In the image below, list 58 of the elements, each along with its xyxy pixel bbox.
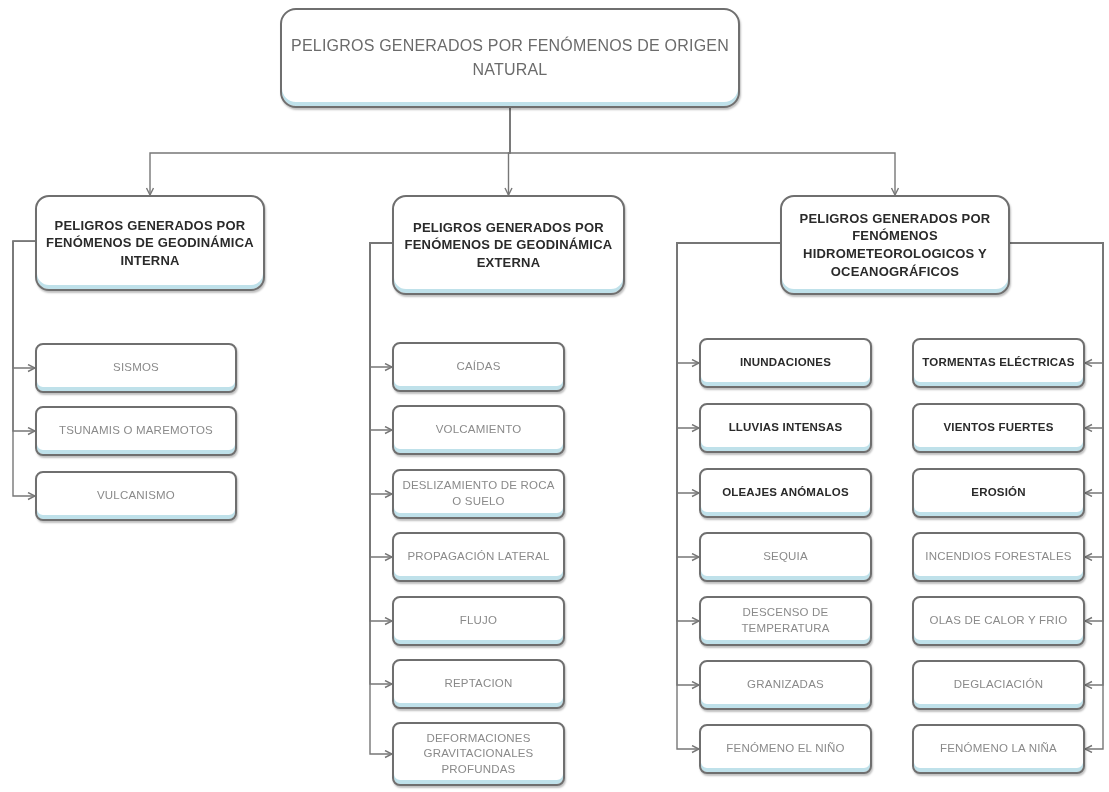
- hazard-box: [35, 471, 237, 521]
- box-label: TORMENTAS ELÉCTRICAS: [922, 355, 1075, 371]
- box-label: TSUNAMIS O MAREMOTOS: [59, 423, 213, 439]
- box-label: PROPAGACIÓN LATERAL: [407, 549, 550, 565]
- hazard-box: [699, 338, 872, 388]
- box-label: FENÓMENO EL NIÑO: [726, 741, 845, 757]
- category-box: [392, 195, 625, 295]
- box-label: OLEAJES ANÓMALOS: [722, 485, 849, 501]
- hazard-box: [392, 722, 565, 786]
- box-label: PELIGROS GENERADOS POR FENÓMENOS DE ORIGEN NATURAL: [290, 35, 730, 80]
- box-label: GRANIZADAS: [747, 677, 824, 693]
- root-box: [280, 8, 740, 108]
- hazard-box: [392, 596, 565, 646]
- hazard-box: [699, 660, 872, 710]
- hazard-box: [912, 468, 1085, 518]
- box-label: VOLCAMIENTO: [435, 422, 522, 438]
- box-label: REPTACION: [444, 676, 513, 692]
- category-box: [780, 195, 1010, 295]
- box-label: FLUJO: [459, 613, 498, 629]
- hazard-box: [35, 406, 237, 456]
- hazard-box: [699, 403, 872, 453]
- hazard-box: [912, 338, 1085, 388]
- box-label: DEFORMACIONES GRAVITACIONALES PROFUNDAS: [422, 730, 535, 777]
- hazard-box: [912, 660, 1085, 710]
- hazard-box: [392, 342, 565, 392]
- hazard-box: [912, 724, 1085, 774]
- hazard-box: [912, 403, 1085, 453]
- hazard-box: [912, 596, 1085, 646]
- hazard-box: [392, 469, 565, 519]
- hazard-box: [699, 596, 872, 646]
- box-label: DESCENSO DE TEMPERATURA: [740, 605, 831, 636]
- box-label: FENÓMENO LA NIÑA: [940, 741, 1057, 757]
- hazard-box: [392, 532, 565, 582]
- box-label: PELIGROS GENERADOS POR FENÓMENOS HIDROMETEOROLOGICOS Y OCEANOGRÁFICOS: [798, 209, 992, 281]
- connector-arrow: [12, 240, 36, 501]
- box-label: INUNDACIONES: [739, 355, 832, 371]
- box-label: SEQUIA: [763, 549, 808, 565]
- hazard-box: [392, 659, 565, 709]
- box-label: LLUVIAS INTENSAS: [728, 420, 843, 436]
- hazard-box: [699, 532, 872, 582]
- box-label: INCENDIOS FORESTALES: [925, 549, 1072, 565]
- box-label: VULCANISMO: [96, 488, 175, 504]
- box-label: EROSIÓN: [971, 485, 1026, 501]
- box-label: DESLIZAMIENTO DE ROCA O SUELO: [401, 478, 556, 509]
- hazard-box: [392, 405, 565, 455]
- box-label: OLAS DE CALOR Y FRIO: [929, 613, 1068, 629]
- box-label: VIENTOS FUERTES: [943, 420, 1054, 436]
- box-label: SISMOS: [113, 360, 159, 376]
- box-label: DEGLACIACIÓN: [953, 677, 1044, 693]
- box-label: PELIGROS GENERADOS POR FENÓMENOS DE GEODINÁMICA INTERNA: [45, 216, 255, 270]
- connector-arrow: [509, 107, 900, 196]
- category-box: [35, 195, 265, 291]
- hazard-box: [35, 343, 237, 393]
- hazard-box: [699, 724, 872, 774]
- hazard-box: [912, 532, 1085, 582]
- box-label: PELIGROS GENERADOS POR FENÓMENOS DE GEODINÁMICA EXTERNA: [403, 218, 614, 272]
- box-label: CAÍDAS: [456, 359, 501, 375]
- hazard-box: [699, 468, 872, 518]
